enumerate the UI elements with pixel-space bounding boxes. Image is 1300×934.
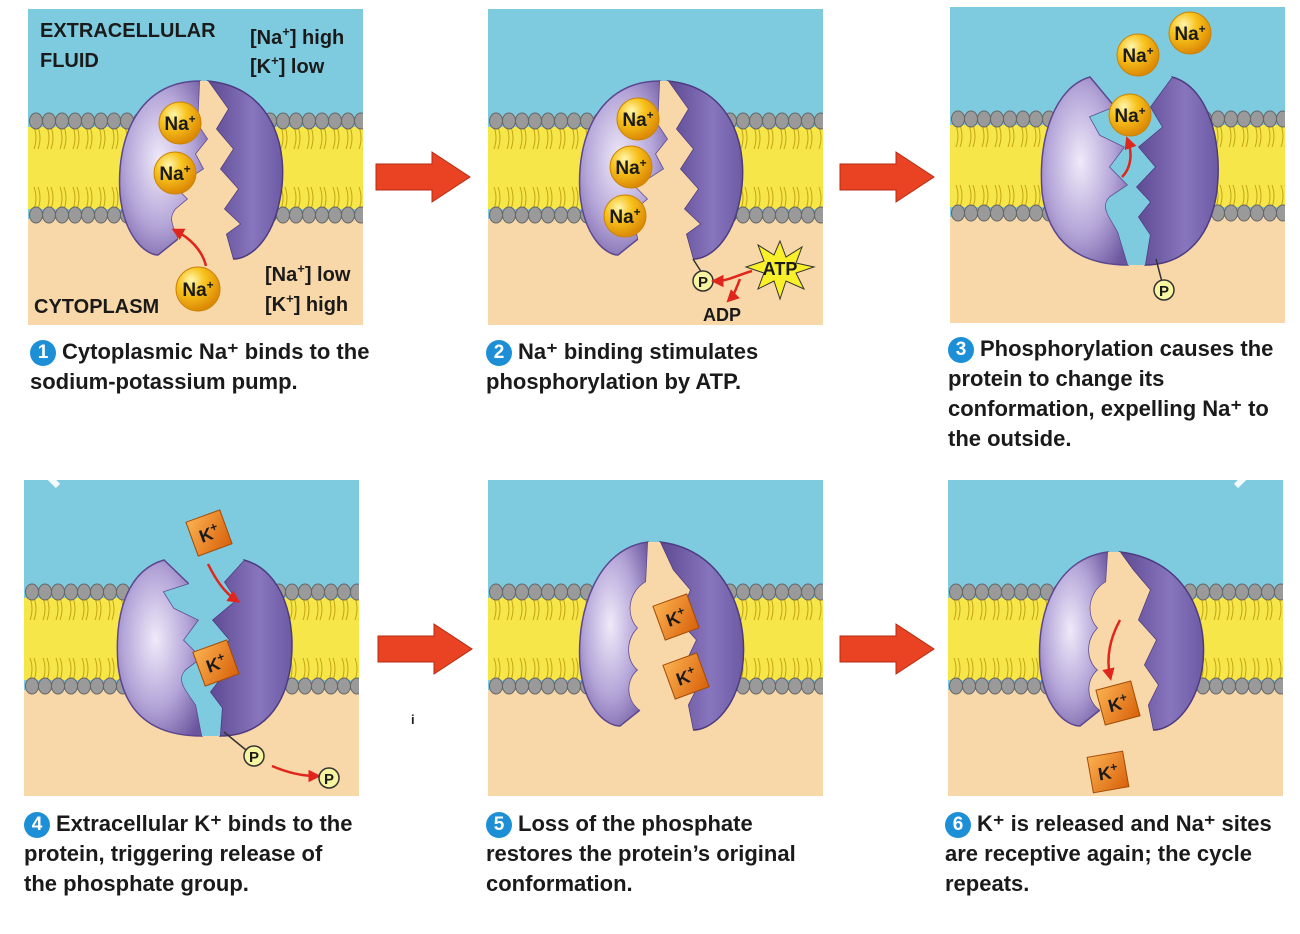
atp-burst: ATP — [744, 239, 816, 301]
panel-step-3: Na+ Na+ Na+ P — [950, 7, 1285, 323]
panel-step-4: K+ K+ P P — [24, 480, 359, 796]
step-badge: 5 — [486, 812, 512, 838]
cytoplasm-label: CYTOPLASM — [34, 296, 159, 318]
caption-text: Na⁺ binding stimulates phosphorylation b… — [486, 339, 759, 394]
phosphate: P — [1153, 279, 1175, 301]
adp-label: ADP — [703, 305, 741, 325]
transition-arrow-1-2 — [375, 151, 471, 203]
step-badge: 3 — [948, 337, 974, 363]
panel-step-2: Na+ Na+ Na+ P ATP ADP — [488, 9, 823, 325]
k-low-label: [K+] low — [250, 53, 325, 78]
svg-text:Na+: Na+ — [182, 278, 213, 301]
extracellular-label-line1: EXTRACELLULAR — [40, 20, 216, 42]
caption-text: Extracellular K⁺ binds to the protein, t… — [24, 811, 353, 896]
svg-text:Na+: Na+ — [615, 156, 646, 179]
step-badge: 2 — [486, 340, 512, 366]
released-phosphate: P — [318, 767, 340, 789]
na-ion: Na+ — [175, 266, 221, 312]
k-ion: K+ — [192, 639, 240, 687]
release-arrow — [1102, 619, 1122, 681]
step-badge: 6 — [945, 812, 971, 838]
phosphate: P — [692, 270, 714, 292]
k-ion: K+ — [652, 593, 700, 641]
svg-text:Na+: Na+ — [622, 108, 653, 131]
pump-protein — [578, 541, 745, 780]
extracellular-label-line2: FLUID — [40, 50, 99, 72]
panel-step-1: Na+ Na+ Na+ EXTRACELLULAR FLUID [Na+] hi… — [28, 9, 363, 325]
step-badge: 1 — [30, 340, 56, 366]
pump-protein — [1040, 76, 1219, 266]
step-badge: 4 — [24, 812, 50, 838]
svg-text:Na+: Na+ — [164, 112, 195, 135]
na-ion: Na+ — [1168, 11, 1212, 55]
svg-text:Na+: Na+ — [1122, 44, 1153, 67]
na-ion: Na+ — [616, 97, 660, 141]
na-ion: Na+ — [609, 145, 653, 189]
na-ion: Na+ — [603, 194, 647, 238]
k-ion: K+ — [185, 509, 233, 557]
caption-text: K⁺ is released and Na⁺ sites are recepti… — [945, 811, 1272, 896]
svg-text:Na+: Na+ — [1114, 104, 1145, 127]
k-ion: K+ — [1095, 680, 1141, 726]
caption-text: Phosphorylation causes the protein to ch… — [948, 336, 1274, 451]
panel-step-6: K+ K+ — [948, 480, 1283, 796]
na-high-label: [Na+] high — [250, 24, 344, 49]
svg-text:P: P — [249, 749, 259, 766]
svg-text:P: P — [698, 274, 708, 291]
na-low-label: [Na+] low — [265, 261, 351, 286]
svg-text:ATP: ATP — [763, 259, 798, 279]
svg-text:Na+: Na+ — [159, 162, 190, 185]
panel-step-5: K+ K+ — [488, 480, 823, 796]
svg-text:Na+: Na+ — [1174, 22, 1205, 45]
na-ion: Na+ — [158, 101, 202, 145]
svg-text:P: P — [1159, 283, 1169, 300]
release-arrow — [1121, 136, 1137, 178]
na-ion: Na+ — [1108, 93, 1152, 137]
k-high-label: [K+] high — [265, 291, 348, 316]
carousel-prev-chevron-icon[interactable] — [14, 410, 64, 490]
carousel-next-chevron-icon[interactable] — [1230, 410, 1280, 490]
k-ion: K+ — [1086, 750, 1130, 794]
binding-arrow — [171, 228, 208, 267]
na-ion: Na+ — [1116, 33, 1160, 77]
stray-glyph: i — [411, 712, 415, 727]
caption-text: Cytoplasmic Na⁺ binds to the sodium-pota… — [30, 339, 370, 394]
k-ion: K+ — [662, 652, 710, 700]
caption-text: Loss of the phosphate restores the prote… — [486, 811, 796, 896]
transition-arrow-5-6 — [839, 623, 935, 675]
na-ion: Na+ — [153, 151, 197, 195]
transition-arrow-2-3 — [839, 151, 935, 203]
transition-arrow-4-5 — [377, 623, 473, 675]
phosphate: P — [243, 745, 265, 767]
svg-text:Na+: Na+ — [609, 205, 640, 228]
svg-text:P: P — [324, 771, 334, 788]
